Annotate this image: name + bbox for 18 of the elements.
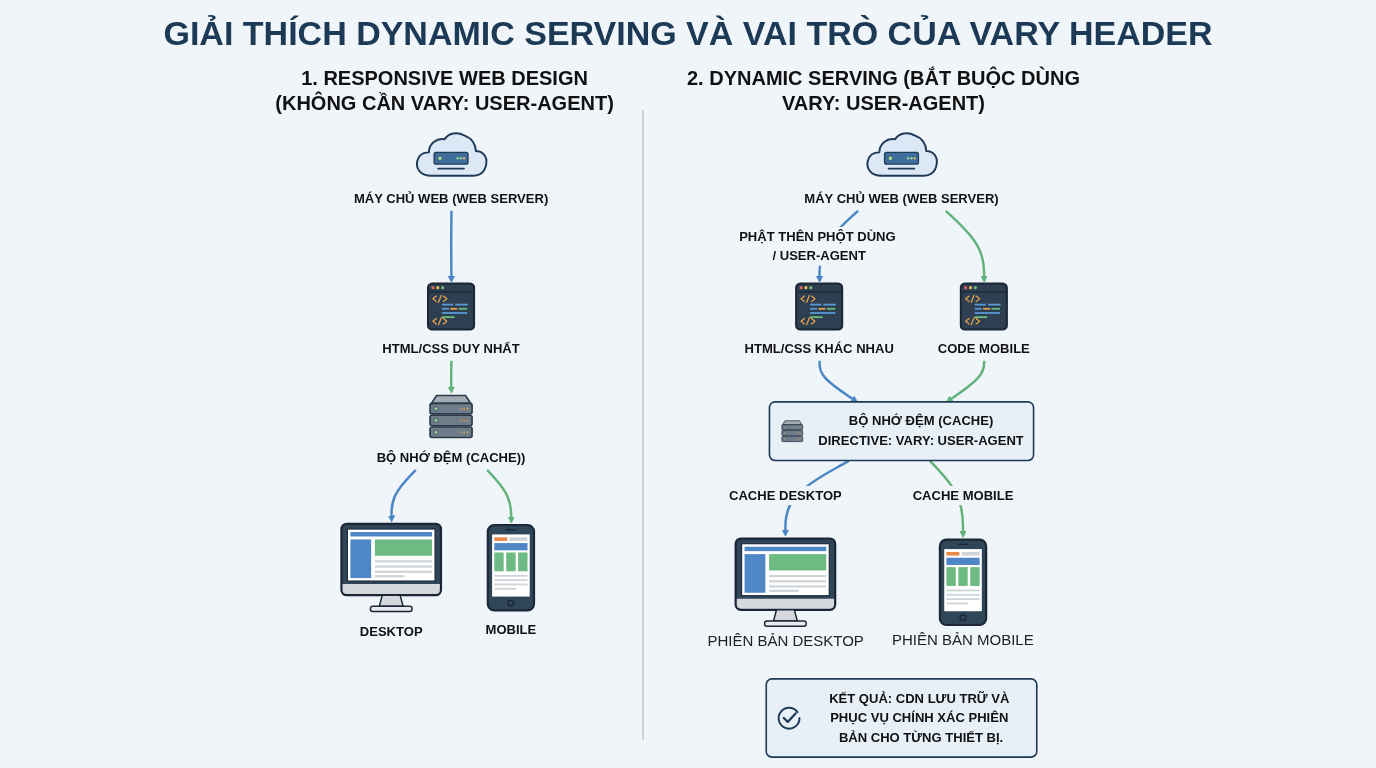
arrow — [818, 360, 858, 403]
arrow — [486, 469, 515, 524]
version-note: PHIÊN BẢN DESKTOP — [707, 632, 864, 651]
arrow — [387, 469, 417, 523]
arrow — [447, 210, 455, 283]
title: GIẢI THÍCH DYNAMIC SERVING VÀ VAI TRÒ CỦA VARY HEADER — [163, 14, 1213, 53]
arrow — [945, 360, 986, 403]
arrow — [944, 209, 988, 283]
arrow — [447, 360, 455, 394]
node-picture — [938, 538, 988, 627]
node-box: KẾT QUẢ: CDN LƯU TRỮ VÀ PHỤC VỤ CHÍNH XÁC PHIÊN BẢN CHO TỪNG THIẾT BỊ. — [765, 678, 1038, 758]
section-heading: 2. DYNAMIC SERVING (BẮT BUỘC DÙNG VARY: USER-AGENT) — [686, 66, 1081, 116]
edge-label: PHẬT THÊN PHỘT DÙNG / USER-AGENT — [739, 229, 896, 263]
edge-label: CACHE MOBILE — [912, 488, 1014, 503]
version-note: PHIÊN BẢN MOBILE — [892, 631, 1034, 650]
node-box: BỘ NHỚ ĐỆM (CACHE) DIRECTIVE: VARY: USER-AGENT — [768, 401, 1035, 462]
section-heading: 1. RESPONSIVE WEB DESIGN (KHÔNG CẦN VARY: USER-AGENT) — [274, 66, 615, 116]
edge-label: CACHE DESKTOP — [729, 488, 842, 503]
